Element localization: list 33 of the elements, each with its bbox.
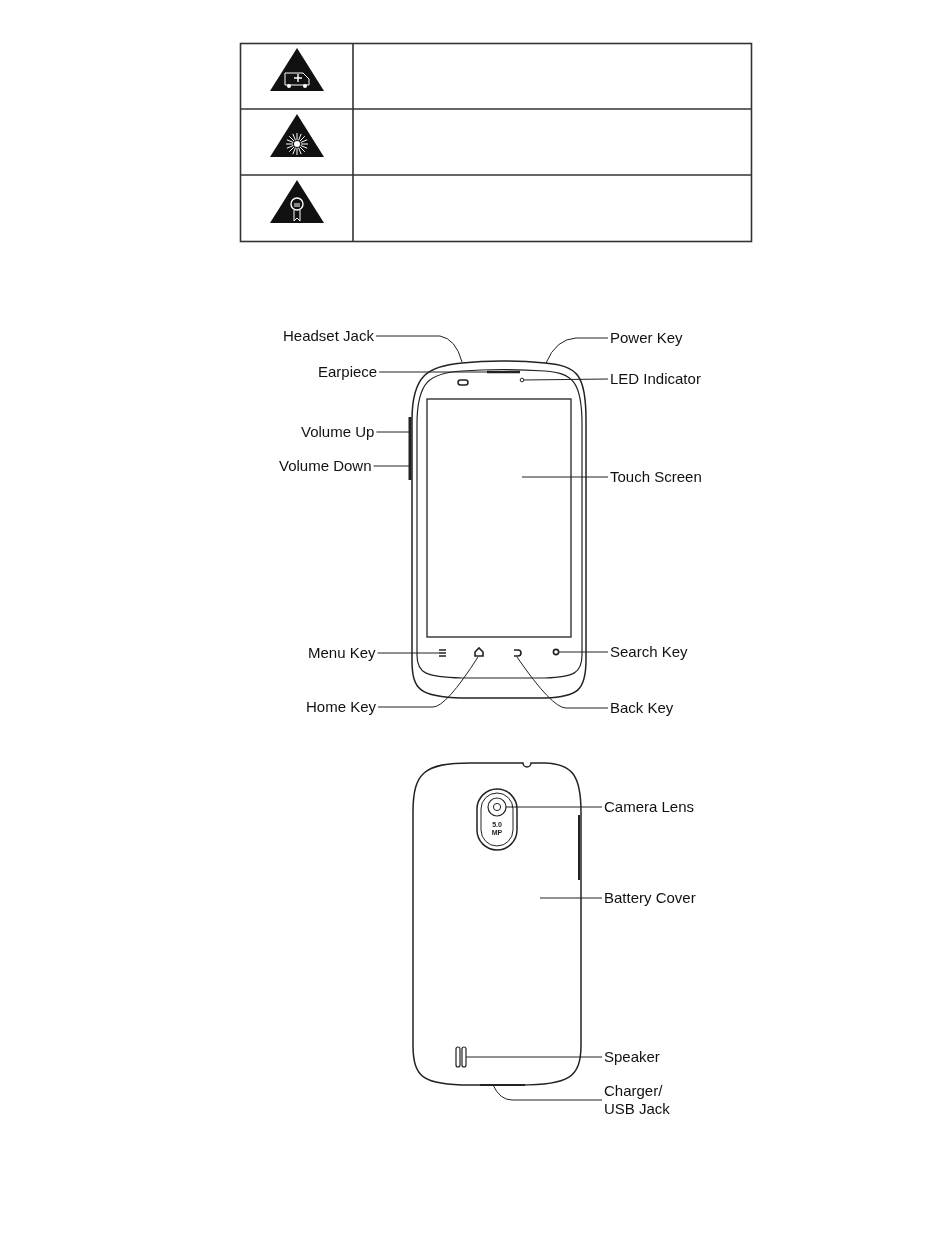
part-label: Volume Down: [279, 457, 372, 475]
leader-line: [373, 465, 411, 467]
camera-lens: [487, 797, 507, 817]
leader-line: [557, 651, 609, 653]
part-label: Back Key: [610, 699, 674, 717]
leader-line: [377, 652, 440, 654]
part-label: Battery Cover: [604, 889, 696, 907]
phone-front-drawing: [408, 360, 587, 699]
part-label: Headset Jack: [283, 327, 374, 345]
part-label: Speaker: [604, 1048, 660, 1066]
leader-line: [492, 1084, 603, 1101]
leader-line: [375, 335, 463, 363]
part-label: Earpiece: [318, 363, 378, 381]
leader-line: [505, 806, 603, 808]
part-label: Power Key: [610, 329, 683, 347]
part-label: Menu Key: [308, 644, 376, 662]
part-label: Volume Up: [301, 423, 375, 441]
leader-line: [465, 1056, 603, 1058]
leader-line: [539, 897, 603, 899]
leader-line: [545, 337, 609, 364]
leader-line: [521, 476, 609, 478]
leader-line: [375, 431, 411, 433]
part-label: Camera Lens: [604, 798, 695, 816]
part-label: Home Key: [306, 698, 377, 716]
leader-line: [377, 656, 479, 708]
part-label: Search Key: [610, 643, 688, 661]
leader-line: [522, 378, 609, 381]
part-label: Touch Screen: [610, 468, 702, 486]
part-label: LED Indicator: [610, 370, 701, 388]
phone-back-drawing: [412, 762, 582, 1086]
leader-line: [516, 656, 609, 709]
leader-line: [378, 371, 488, 373]
part-label: Charger/ USB Jack: [604, 1082, 682, 1118]
